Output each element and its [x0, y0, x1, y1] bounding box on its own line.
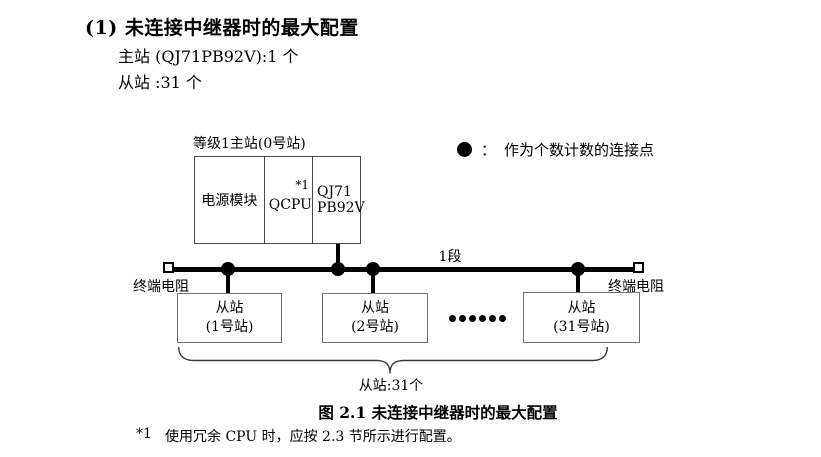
slave-box-2: 从站 (2号站): [322, 293, 428, 343]
legend: ： 作为个数计数的连接点: [457, 139, 654, 160]
network-module-label-line1: QJ71: [317, 183, 352, 200]
ellipsis-dots: [449, 315, 506, 322]
ellipsis-dot: [479, 315, 486, 322]
ellipsis-dot: [499, 315, 506, 322]
slave31-label-line1: 从站: [567, 299, 596, 316]
power-module-label: 电源模块: [201, 193, 258, 209]
connection-dot-master: [331, 262, 345, 276]
bus-line: [173, 267, 634, 272]
config-line-slaves: 从站 :31 个: [118, 73, 202, 92]
cpu-footnote-marker: *1: [295, 178, 309, 192]
terminator-right-icon: [633, 262, 644, 273]
config-line-master: 主站 (QJ71PB92V):1 个: [118, 47, 299, 66]
slave1-drop-line: [226, 269, 230, 294]
slave2-drop-line: [371, 269, 375, 294]
slave31-label-line2: (31号站): [553, 318, 610, 335]
master-station-label: 等级1主站(0号站): [193, 136, 306, 152]
slave-box-1: 从站 (1号站): [177, 293, 282, 343]
power-module-cell: 电源模块: [195, 157, 264, 243]
master-drop-line: [336, 244, 340, 269]
ellipsis-dot: [489, 315, 496, 322]
slave31-drop-line: [576, 269, 580, 294]
slave1-label-line1: 从站: [215, 300, 244, 317]
brace-label: 从站:31个: [358, 378, 424, 394]
slave2-label-line1: 从站: [361, 300, 389, 317]
master-station-box: 电源模块 *1 QCPU QJ71 PB92V: [194, 156, 365, 244]
segment-label: 1段: [438, 249, 462, 265]
terminator-right-label: 终端电阻: [608, 279, 664, 295]
connection-dot-slave1: [221, 262, 235, 276]
brace: [178, 347, 608, 374]
terminator-left-icon: [163, 262, 174, 273]
slave-box-31: 从站 (31号站): [523, 292, 640, 343]
cpu-module-cell: *1 QCPU: [263, 157, 312, 243]
section-heading: (1) 未连接中继器时的最大配置: [85, 17, 359, 39]
figure-caption: 图 2.1 未连接中继器时的最大配置: [318, 403, 558, 422]
ellipsis-dot: [469, 315, 476, 322]
connection-dot-slave2: [366, 262, 380, 276]
legend-text: 作为个数计数的连接点: [504, 141, 655, 159]
ellipsis-dot: [449, 315, 456, 322]
slave1-label-line2: (1号站): [205, 319, 254, 335]
connection-dot-slave31: [571, 262, 585, 276]
cpu-module-label: QCPU: [268, 197, 312, 213]
slave2-label-line2: (2号站): [351, 319, 399, 335]
network-module-label-line2: PB92V: [317, 200, 365, 216]
network-module-cell: QJ71 PB92V: [312, 157, 365, 243]
footnote-marker: *1: [136, 426, 152, 442]
footnote-text: 使用冗余 CPU 时，应按 2.3 节所示进行配置。: [165, 429, 461, 445]
connection-point-icon: [457, 142, 472, 157]
ellipsis-dot: [459, 315, 466, 322]
legend-separator: ：: [481, 141, 497, 159]
terminator-left-label: 终端电阻: [133, 279, 189, 295]
